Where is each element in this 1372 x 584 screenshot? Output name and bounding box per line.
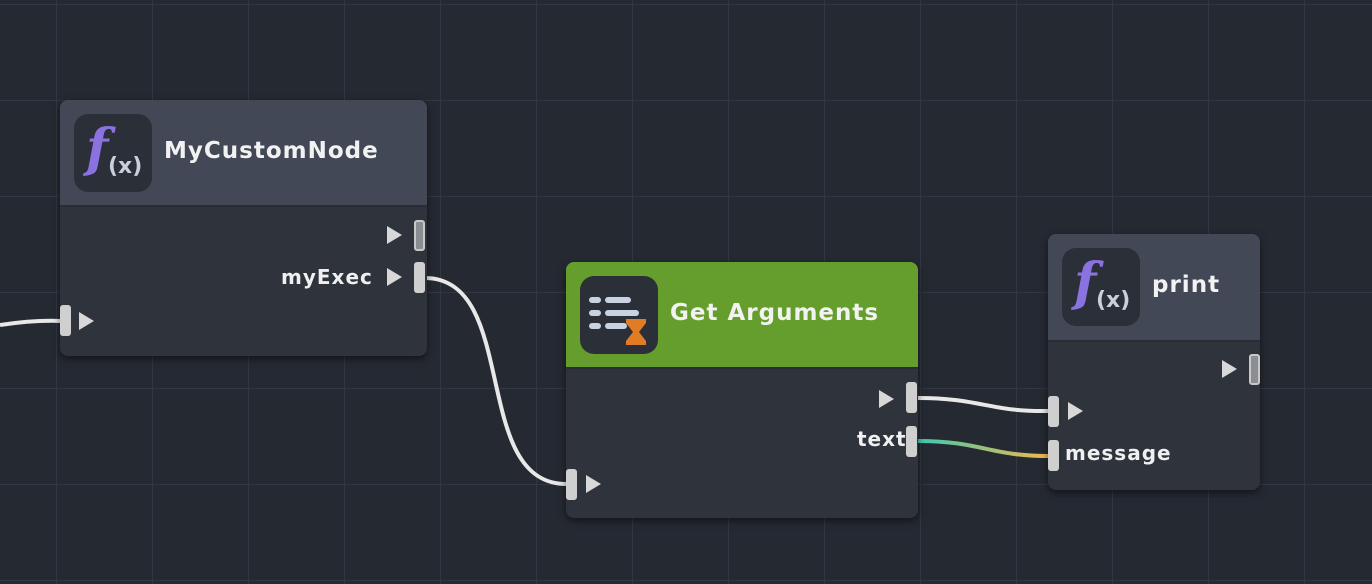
node-print[interactable]: f(x) print message: [1048, 234, 1260, 490]
arguments-glyph: [589, 297, 646, 345]
fx-x: (x): [1096, 288, 1131, 313]
exec-arrow-icon: [879, 390, 894, 408]
node-title: print: [1152, 272, 1221, 298]
function-icon: f(x): [74, 114, 152, 192]
exec-arrow-icon: [586, 475, 601, 493]
exec-arrow-icon: [79, 312, 94, 330]
exec-out-pin[interactable]: [906, 382, 917, 413]
fx-f: f: [1074, 252, 1097, 313]
node-title: Get Arguments: [670, 300, 880, 326]
exec-out-pin[interactable]: [414, 220, 425, 251]
exec-arrow-icon: [387, 226, 402, 244]
exec-wire-in: [0, 318, 63, 327]
exec-arrow-icon: [387, 268, 402, 286]
node-title: MyCustomNode: [164, 138, 379, 164]
pin-label-message: message: [1065, 441, 1172, 465]
fx-x: (x): [108, 154, 143, 179]
exec-in-pin[interactable]: [1048, 396, 1059, 427]
exec-arrow-icon: [1222, 360, 1237, 378]
exec-out-pin[interactable]: [1249, 354, 1260, 385]
exec-in-pin[interactable]: [566, 469, 577, 500]
pin-label-text: text: [857, 427, 907, 451]
exec-in-pin[interactable]: [60, 305, 71, 336]
node-header[interactable]: f(x) print: [1048, 234, 1260, 342]
exec-arrow-icon: [1068, 402, 1083, 420]
arguments-icon: [580, 276, 658, 354]
node-header[interactable]: Get Arguments: [566, 262, 918, 369]
function-icon: f(x): [1062, 248, 1140, 326]
text-out-pin[interactable]: [906, 426, 917, 457]
pin-label-myexec: myExec: [281, 265, 373, 289]
node-header[interactable]: f(x) MyCustomNode: [60, 100, 427, 207]
exec-wire-myexec: [425, 276, 568, 487]
fx-f: f: [86, 118, 109, 179]
string-wire-text: [917, 439, 1049, 458]
node-mycustomnode[interactable]: f(x) MyCustomNode myExec: [60, 100, 427, 356]
myexec-out-pin[interactable]: [414, 262, 425, 293]
message-in-pin[interactable]: [1048, 440, 1059, 471]
exec-wire-print: [917, 396, 1049, 414]
node-get-arguments[interactable]: Get Arguments text: [566, 262, 918, 518]
